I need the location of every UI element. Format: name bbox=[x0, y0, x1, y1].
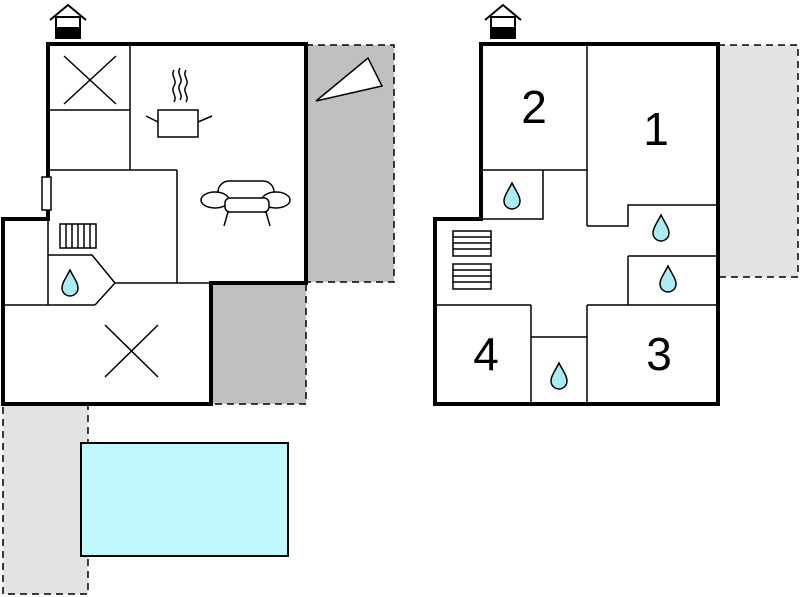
stairs-icon bbox=[452, 230, 492, 290]
window-marker bbox=[41, 176, 52, 211]
room-label-4: 4 bbox=[473, 328, 499, 380]
ground-floor-outer-wall bbox=[1, 42, 308, 406]
bathroom-drop-icon bbox=[503, 181, 521, 210]
ground-floor-interior-walls bbox=[3, 44, 211, 306]
room-label-1: 1 bbox=[643, 103, 669, 155]
ground-floor bbox=[1, 3, 395, 595]
house-entrance-icon bbox=[484, 3, 522, 39]
stairs-icon bbox=[59, 223, 97, 249]
bathroom-drop-icon bbox=[659, 264, 677, 293]
house-entrance-icon bbox=[49, 3, 87, 39]
terrace-bottom bbox=[210, 282, 307, 405]
pool bbox=[80, 442, 289, 557]
upper-floor: 1 2 3 4 bbox=[433, 3, 799, 406]
sofa-icon bbox=[200, 180, 291, 227]
bathroom-drop-icon bbox=[61, 268, 79, 297]
terrace-pool-side bbox=[2, 403, 89, 595]
bathroom-drop-icon bbox=[652, 213, 670, 242]
kitchen-pot-icon bbox=[145, 67, 213, 138]
room-label-3: 3 bbox=[646, 328, 672, 380]
storage-x-icon bbox=[63, 55, 117, 105]
room-label-2: 2 bbox=[521, 81, 547, 133]
room-x-icon bbox=[104, 324, 159, 378]
sunshade-icon bbox=[315, 56, 384, 102]
terrace-upper bbox=[717, 44, 799, 278]
upper-floor-interior-walls bbox=[435, 44, 718, 404]
bathroom-drop-icon bbox=[550, 361, 568, 390]
